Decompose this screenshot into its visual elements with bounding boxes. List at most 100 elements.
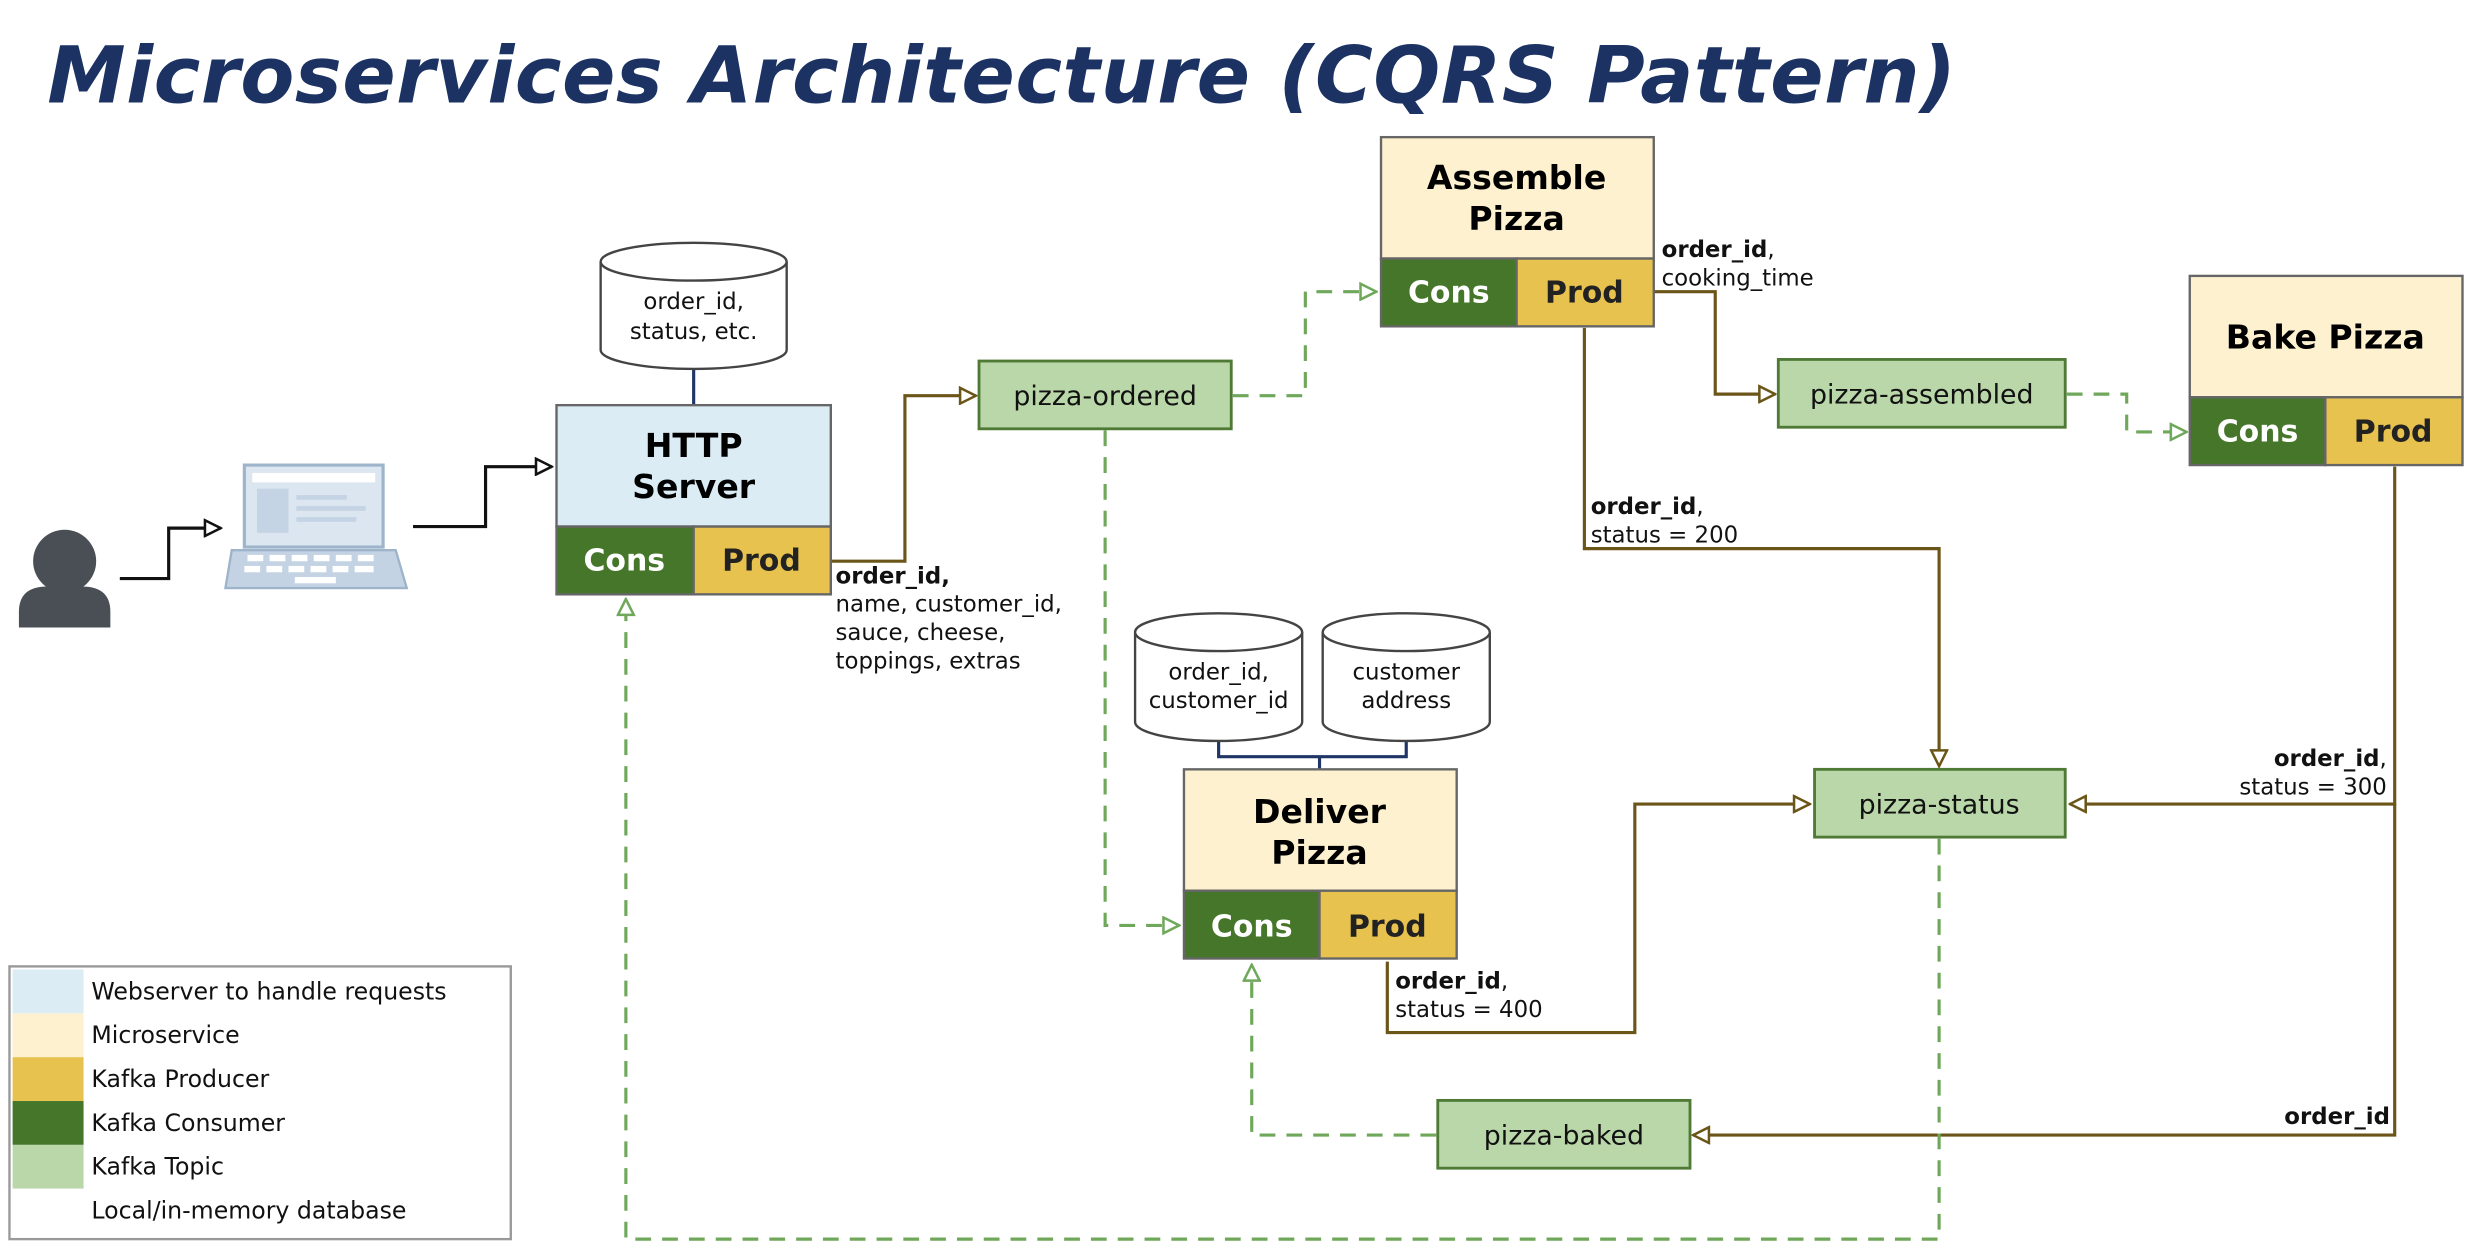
laptop-icon xyxy=(224,463,409,590)
topic-pizza-status-label: pizza-status xyxy=(1859,789,2020,820)
bake-to-baked-arrow xyxy=(1693,804,2397,1135)
assemble-to-status-arrow xyxy=(1582,327,1939,766)
http-server-header xyxy=(555,403,832,528)
user-icon xyxy=(18,529,111,628)
assemble-prod-label-bold: order_id xyxy=(1662,237,1768,263)
http-server-title-2: Server xyxy=(632,467,756,506)
legend-swatch xyxy=(12,1057,84,1102)
legend-frame xyxy=(8,965,512,1241)
http-prod-label-line3: sauce, cheese, xyxy=(836,620,1006,646)
deliver-orders-database: order_id, customer_id xyxy=(1133,612,1304,743)
bake-pizza-header xyxy=(2188,274,2464,399)
assemble-pizza-service: Assemble Pizza Cons Prod xyxy=(1379,135,1655,328)
assemble-prod-label-comma: , xyxy=(1767,237,1774,263)
legend-label: Kafka Consumer xyxy=(91,1109,285,1137)
topic-pizza-baked-label: pizza-baked xyxy=(1484,1121,1644,1152)
bake-pizza-consumer xyxy=(2188,396,2327,467)
deliver-pizza-consumer xyxy=(1182,889,1321,960)
legend-label: Kafka Topic xyxy=(91,1153,224,1181)
http-prod-message-label: order_id, name, customer_id, sauce, chee… xyxy=(836,563,1062,674)
deliver-status-label-line2: status = 400 xyxy=(1395,997,1542,1023)
ordered-to-assemble-arrow xyxy=(1232,292,1376,398)
http-db-line1: order_id, xyxy=(643,289,743,315)
http-server-prod-label: Prod xyxy=(722,544,801,579)
deliver-pizza-service: Deliver Pizza Cons Prod xyxy=(1182,768,1458,960)
svg-text:order_id,: order_id, xyxy=(2274,746,2387,772)
legend-swatch xyxy=(12,1101,84,1145)
topic-pizza-assembled: pizza-assembled xyxy=(1776,358,2067,429)
topic-pizza-status: pizza-status xyxy=(1813,767,2067,839)
assembled-to-bake-arrow xyxy=(2066,392,2187,432)
deliver-status-label-bold: order_id xyxy=(1395,968,1501,994)
assemble-status-label-line2: status = 200 xyxy=(1591,522,1738,548)
http-prod-label-line2: name, customer_id, xyxy=(836,592,1062,618)
laptop-to-server-arrow xyxy=(413,467,552,529)
http-prod-to-ordered-arrow xyxy=(830,396,976,563)
assemble-status-label-comma: , xyxy=(1696,494,1703,520)
assemble-prod-message-label: order_id, cooking_time xyxy=(1662,237,1814,291)
ordered-to-deliver-arrow xyxy=(1103,430,1179,925)
svg-text:order_id,: order_id, xyxy=(1395,968,1508,994)
bake-status-label-bold: order_id xyxy=(2274,746,2380,772)
bake-pizza-prod-label: Prod xyxy=(2354,414,2433,449)
page-title: Microservices Architecture (CQRS Pattern… xyxy=(47,29,1956,121)
status-to-http-arrow xyxy=(626,599,1941,1241)
bake-pizza-service: Bake Pizza Cons Prod xyxy=(2188,274,2464,467)
assemble-status-message-label: order_id, status = 200 xyxy=(1591,494,1738,548)
topic-pizza-assembled-label: pizza-assembled xyxy=(1810,380,2034,411)
topic-pizza-ordered: pizza-ordered xyxy=(977,359,1233,431)
deliver-status-message-label: order_id, status = 400 xyxy=(1395,968,1542,1022)
deliver-pizza-cons-label: Cons xyxy=(1211,909,1293,944)
bake-pizza-title: Bake Pizza xyxy=(2226,317,2425,356)
bake-pizza-producer xyxy=(2324,396,2464,467)
deliver-address-db-line2: address xyxy=(1361,688,1451,714)
http-server-producer xyxy=(692,525,832,596)
assemble-pizza-producer xyxy=(1515,257,1655,328)
deliver-pizza-title-2: Pizza xyxy=(1271,833,1367,872)
bake-status-label-line2: status = 300 xyxy=(2239,775,2386,801)
http-database: order_id, status, etc. xyxy=(599,241,788,371)
topic-pizza-ordered-label: pizza-ordered xyxy=(1013,381,1197,412)
deliver-pizza-title-1: Deliver xyxy=(1253,792,1387,831)
deliver-to-status-arrow xyxy=(1385,804,1810,1035)
user-to-laptop-arrow xyxy=(119,528,221,581)
assemble-pizza-cons-label: Cons xyxy=(1408,276,1490,311)
deliver-db-connector xyxy=(1217,739,1408,770)
legend-label: Local/in-memory database xyxy=(91,1196,406,1224)
legend-label: Microservice xyxy=(91,1021,239,1049)
legend: Webserver to handle requestsMicroservice… xyxy=(8,965,512,1241)
bake-pizza-cons-label: Cons xyxy=(2217,414,2299,449)
deliver-address-db-line1: customer xyxy=(1352,659,1460,685)
assemble-pizza-title-1: Assemble xyxy=(1427,158,1606,197)
assemble-pizza-prod-label: Prod xyxy=(1545,276,1624,311)
http-server-service: HTTP Server Cons Prod xyxy=(555,403,832,596)
legend-swatch xyxy=(12,1013,84,1058)
deliver-pizza-header xyxy=(1182,768,1458,892)
http-server-title-1: HTTP xyxy=(645,426,743,465)
assemble-pizza-title-2: Pizza xyxy=(1468,199,1564,238)
topic-pizza-baked: pizza-baked xyxy=(1436,1098,1692,1170)
legend-label: Webserver to handle requests xyxy=(91,977,446,1005)
bake-baked-message-label: order_id xyxy=(2284,1104,2390,1130)
baked-to-deliver-arrow xyxy=(1252,965,1437,1137)
http-prod-label-bold: order_id, xyxy=(836,563,950,589)
http-db-line2: status, etc. xyxy=(630,319,758,345)
legend-swatch xyxy=(12,969,84,1014)
deliver-orders-db-line2: customer_id xyxy=(1149,688,1289,714)
assemble-prod-to-assembled-arrow xyxy=(1653,290,1775,394)
assemble-pizza-header xyxy=(1379,135,1655,260)
svg-text:order_id,: order_id, xyxy=(1591,494,1704,520)
legend-swatch xyxy=(12,1144,84,1189)
bake-status-message-label: order_id, status = 300 xyxy=(2239,746,2386,800)
http-server-cons-label: Cons xyxy=(583,544,665,579)
deliver-pizza-producer xyxy=(1318,889,1458,960)
assemble-status-label-bold: order_id xyxy=(1591,494,1697,520)
deliver-pizza-prod-label: Prod xyxy=(1348,909,1427,944)
deliver-address-database: customer address xyxy=(1321,612,1491,743)
deliver-orders-db-line1: order_id, xyxy=(1168,659,1268,685)
bake-status-label-comma: , xyxy=(2380,746,2387,772)
deliver-status-label-comma: , xyxy=(1501,968,1508,994)
legend-swatch xyxy=(12,1188,84,1233)
